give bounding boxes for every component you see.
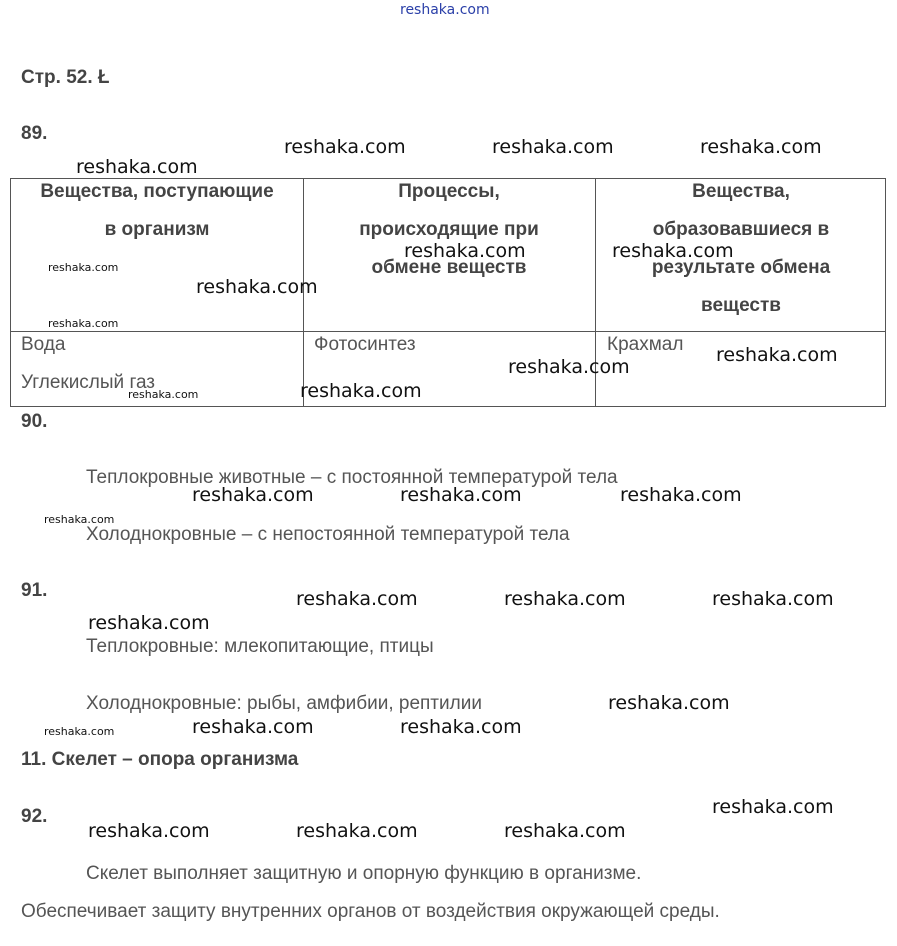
watermark: reshaka.com xyxy=(492,136,614,158)
watermark: reshaka.com xyxy=(284,136,406,158)
watermark: reshaka.com xyxy=(620,484,742,506)
watermark-small: reshaka.com xyxy=(44,725,115,738)
watermark-small: reshaka.com xyxy=(48,317,119,330)
substances-table: Вещества, поступающие в организм Процесс… xyxy=(10,178,886,407)
watermark: reshaka.com xyxy=(712,588,834,610)
table-header-cell: Процессы, происходящие при обмене вещест… xyxy=(359,181,539,278)
watermark: reshaka.com xyxy=(400,484,522,506)
watermark: reshaka.com xyxy=(612,240,734,262)
answer-line: Обеспечивает защиту внутренних органов о… xyxy=(21,901,720,922)
watermark-small: reshaka.com xyxy=(128,388,199,401)
watermark: reshaka.com xyxy=(504,588,626,610)
watermark: reshaka.com xyxy=(88,820,210,842)
watermark: reshaka.com xyxy=(300,380,422,402)
watermark: reshaka.com xyxy=(296,588,418,610)
watermark: reshaka.com xyxy=(76,156,198,178)
question-number-92: 92. xyxy=(21,806,48,827)
watermark: reshaka.com xyxy=(400,716,522,738)
page-reference: Стр. 52. Ł xyxy=(21,67,110,88)
watermark-top: reshaka.com xyxy=(400,2,490,18)
answer-line: Скелет выполняет защитную и опорную функ… xyxy=(86,863,642,884)
watermark: reshaka.com xyxy=(504,820,626,842)
watermark: reshaka.com xyxy=(508,356,630,378)
table-cell: Фотосинтез xyxy=(314,334,416,355)
answer-line: Холоднокровные – с непостоянной температ… xyxy=(86,524,570,545)
watermark-small: reshaka.com xyxy=(44,513,115,526)
watermark: reshaka.com xyxy=(404,240,526,262)
question-number-89: 89. xyxy=(21,123,48,144)
watermark-small: reshaka.com xyxy=(48,261,119,274)
table-cell: Крахмал xyxy=(607,334,684,355)
watermark: reshaka.com xyxy=(192,484,314,506)
table-header-cell: Вещества, поступающие в организм xyxy=(40,181,274,240)
question-number-91: 91. xyxy=(21,580,48,601)
watermark: reshaka.com xyxy=(192,716,314,738)
table-header-cell: Вещества, образовавшиеся в результате об… xyxy=(651,181,831,316)
watermark: reshaka.com xyxy=(88,612,210,634)
section-title: 11. Скелет – опора организма xyxy=(21,749,299,770)
watermark: reshaka.com xyxy=(296,820,418,842)
watermark: reshaka.com xyxy=(608,692,730,714)
watermark: reshaka.com xyxy=(700,136,822,158)
answer-line: Холоднокровные: рыбы, амфибии, рептилии xyxy=(86,693,482,714)
watermark: reshaka.com xyxy=(712,796,834,818)
watermark: reshaka.com xyxy=(196,276,318,298)
watermark: reshaka.com xyxy=(716,344,838,366)
table-cell: Вода Углекислый газ xyxy=(21,334,156,393)
answer-line: Теплокровные: млекопитающие, птицы xyxy=(86,636,434,657)
answer-line: Теплокровные животные – с постоянной тем… xyxy=(86,467,618,488)
question-number-90: 90. xyxy=(21,411,48,432)
